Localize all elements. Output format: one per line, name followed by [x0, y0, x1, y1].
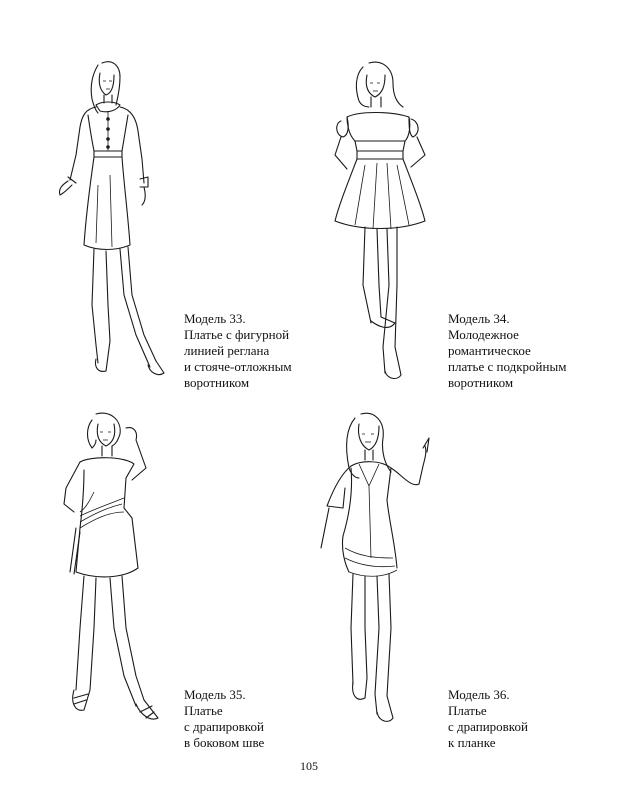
caption-line: линией реглана: [184, 343, 270, 358]
caption-line: Платье: [448, 703, 487, 718]
caption-line: Молодежное: [448, 327, 519, 342]
fashion-sketch-model-35: [40, 408, 180, 743]
fashion-sketch-model-36: [315, 408, 445, 743]
caption-model-34: Модель 34. Молодежное романтическое плат…: [448, 311, 566, 391]
caption-line: в боковом шве: [184, 735, 265, 750]
caption-line: Платье с фигурной: [184, 327, 290, 342]
caption-title: Модель 33.: [184, 311, 246, 326]
caption-line: с драпировкой: [448, 719, 528, 734]
caption-line: романтическое: [448, 343, 531, 358]
fashion-sketch-model-34: [325, 55, 440, 385]
caption-line: Платье: [184, 703, 223, 718]
caption-title: Модель 35.: [184, 687, 246, 702]
caption-line: с драпировкой: [184, 719, 264, 734]
caption-model-33: Модель 33. Платье с фигурной линией регл…: [184, 311, 292, 391]
caption-model-35: Модель 35. Платье с драпировкой в боково…: [184, 687, 264, 751]
caption-model-36: Модель 36. Платье с драпировкой к планке: [448, 687, 528, 751]
caption-line: воротником: [448, 375, 514, 390]
caption-line: платье с подкройным: [448, 359, 567, 374]
caption-line: воротником: [184, 375, 250, 390]
fashion-sketch-model-33: [40, 55, 190, 385]
page-number: 105: [300, 759, 318, 773]
caption-line: к планке: [448, 735, 496, 750]
caption-title: Модель 34.: [448, 311, 510, 326]
caption-line: и стояче-отложным: [184, 359, 292, 374]
caption-title: Модель 36.: [448, 687, 510, 702]
